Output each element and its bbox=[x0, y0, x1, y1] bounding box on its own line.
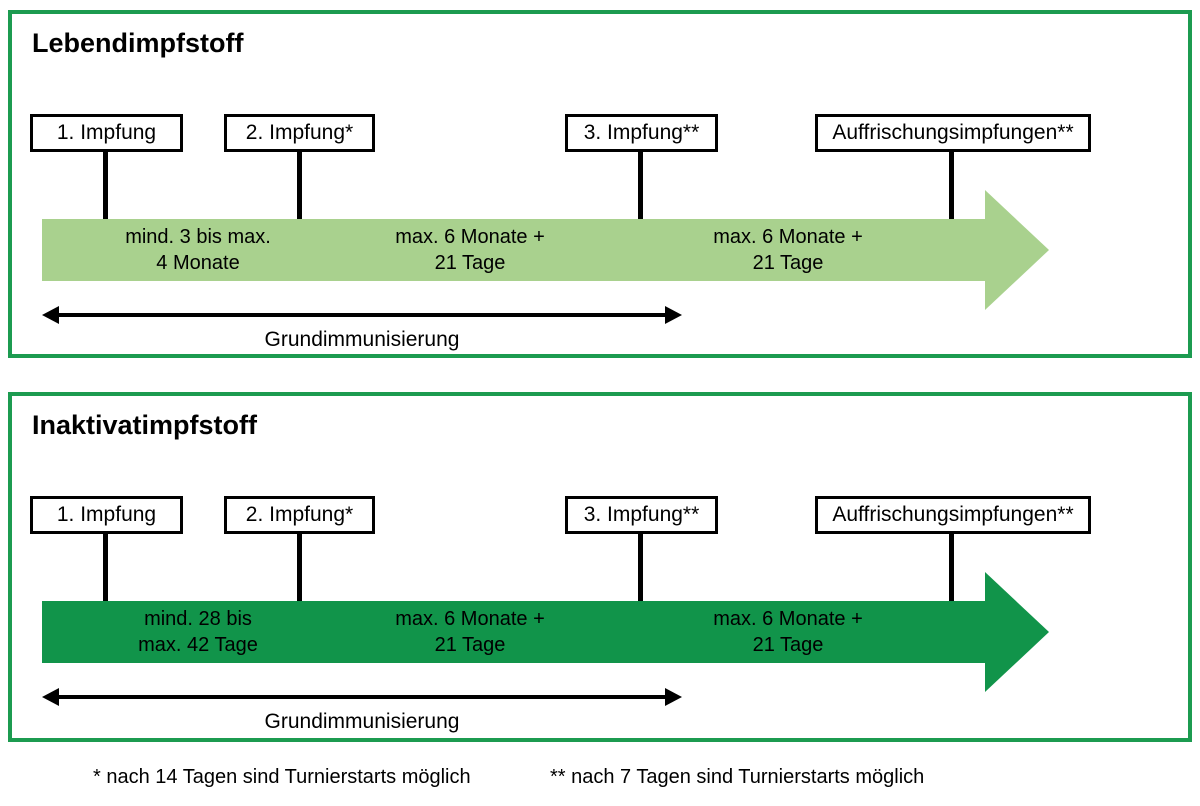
double-arrow-right-head bbox=[665, 306, 682, 324]
interval-line: 21 Tage bbox=[752, 634, 824, 656]
vaccination-step-box-3: 3. Impfung** bbox=[565, 114, 718, 152]
down-arrow-line bbox=[297, 152, 302, 254]
vaccination-step-label: 2. Impfung* bbox=[245, 503, 354, 526]
basic-immunization-label: Grundimmunisierung bbox=[264, 328, 460, 351]
interval-line: max. 6 Monate + bbox=[713, 608, 863, 630]
vaccination-step-box-4: Auffrischungsimpfungen** bbox=[815, 114, 1091, 152]
interval-label-3: max. 6 Monate + 21 Tage bbox=[638, 606, 938, 658]
vaccination-step-label: 1. Impfung bbox=[56, 503, 157, 526]
vaccination-step-label: 3. Impfung** bbox=[583, 121, 700, 144]
double-arrow-left-head bbox=[42, 306, 59, 324]
interval-label-2: max. 6 Monate + 21 Tage bbox=[320, 224, 620, 276]
vaccination-step-box-2: 2. Impfung* bbox=[224, 496, 375, 534]
down-arrow-line bbox=[638, 534, 643, 636]
down-arrow-line bbox=[638, 152, 643, 254]
interval-line: mind. 3 bis max. bbox=[125, 226, 271, 248]
vaccination-step-label: Auffrischungsimpfungen** bbox=[832, 121, 1074, 144]
double-arrow-line bbox=[57, 313, 667, 317]
panel-title: Inaktivatimpfstoff bbox=[32, 410, 258, 440]
down-arrow-line bbox=[949, 152, 954, 254]
vaccination-step-box-3: 3. Impfung** bbox=[565, 496, 718, 534]
interval-line: mind. 28 bis bbox=[144, 608, 252, 630]
vaccination-step-box-1: 1. Impfung bbox=[30, 114, 183, 152]
vaccination-step-label: 2. Impfung* bbox=[245, 121, 354, 144]
timeline-arrow-body bbox=[42, 601, 985, 663]
interval-line: 21 Tage bbox=[752, 252, 824, 274]
vaccination-step-box-4: Auffrischungsimpfungen** bbox=[815, 496, 1091, 534]
vaccination-step-label: Auffrischungsimpfungen** bbox=[832, 503, 1074, 526]
interval-line: max. 6 Monate + bbox=[713, 226, 863, 248]
double-arrow-icon bbox=[42, 688, 682, 706]
panel-live-vaccine: Lebendimpfstoff 1. Impfung 2. Impfung* 3… bbox=[8, 10, 1192, 358]
double-arrow-left-head bbox=[42, 688, 59, 706]
interval-label-2: max. 6 Monate + 21 Tage bbox=[320, 606, 620, 658]
interval-line: max. 42 Tage bbox=[138, 634, 258, 656]
vaccination-step-label: 1. Impfung bbox=[56, 121, 157, 144]
interval-line: max. 6 Monate + bbox=[395, 226, 545, 248]
timeline-arrow-head bbox=[985, 572, 1049, 692]
interval-label-1: mind. 28 bis max. 42 Tage bbox=[48, 606, 348, 658]
interval-line: 4 Monate bbox=[156, 252, 240, 274]
interval-label-3: max. 6 Monate + 21 Tage bbox=[638, 224, 938, 276]
down-arrow-line bbox=[103, 534, 108, 636]
down-arrow-line bbox=[297, 534, 302, 636]
panel-inactivated-vaccine: Inaktivatimpfstoff 1. Impfung 2. Impfung… bbox=[8, 392, 1192, 742]
basic-immunization-label: Grundimmunisierung bbox=[264, 710, 460, 733]
footnote-single-asterisk: * nach 14 Tagen sind Turnierstarts mögli… bbox=[93, 766, 471, 788]
panel-title: Lebendimpfstoff bbox=[32, 28, 244, 58]
timeline-arrow-head bbox=[985, 190, 1049, 310]
double-arrow-line bbox=[57, 695, 667, 699]
interval-label-1: mind. 3 bis max. 4 Monate bbox=[48, 224, 348, 276]
interval-line: 21 Tage bbox=[434, 252, 506, 274]
down-arrow-line bbox=[949, 534, 954, 636]
interval-line: 21 Tage bbox=[434, 634, 506, 656]
timeline-arrow-body bbox=[42, 219, 985, 281]
footnote-double-asterisk: ** nach 7 Tagen sind Turnierstarts mögli… bbox=[550, 766, 925, 788]
footnotes: * nach 14 Tagen sind Turnierstarts mögli… bbox=[0, 766, 1200, 796]
double-arrow-right-head bbox=[665, 688, 682, 706]
vaccination-step-box-1: 1. Impfung bbox=[30, 496, 183, 534]
vaccination-step-label: 3. Impfung** bbox=[583, 503, 700, 526]
vaccination-step-box-2: 2. Impfung* bbox=[224, 114, 375, 152]
interval-line: max. 6 Monate + bbox=[395, 608, 545, 630]
down-arrow-line bbox=[103, 152, 108, 254]
double-arrow-icon bbox=[42, 306, 682, 324]
